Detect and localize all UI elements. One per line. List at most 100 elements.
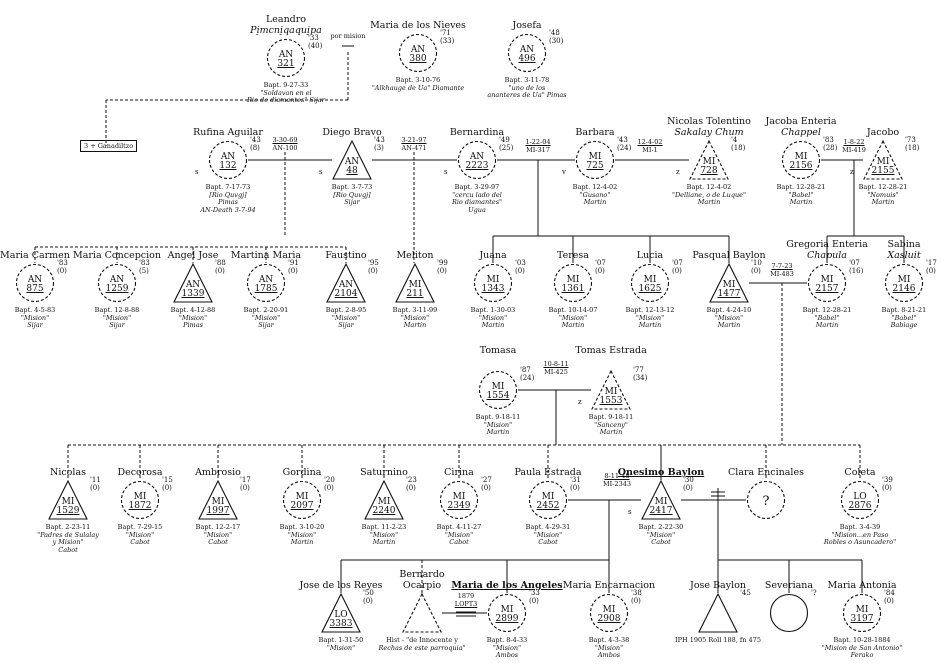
info-line: Bapt. 2-20-91: [243, 306, 289, 314]
age-note: '30(0): [683, 476, 694, 492]
marriage-line: 1-22-04: [525, 138, 551, 146]
marriage-record[interactable]: por mision: [326, 32, 370, 40]
birth-year: '17: [926, 259, 937, 267]
person-name: Meliton: [396, 250, 434, 261]
register-number: 2417: [649, 506, 673, 516]
mission-code: MI: [377, 497, 391, 507]
birth-year: '31: [570, 476, 581, 484]
person-clara[interactable]: Clara Encinales?: [703, 467, 829, 520]
birth-year: '07: [595, 259, 606, 267]
info-line: "Mision": [558, 313, 588, 322]
person-alt-name: Pi̠mcni̠qaqui̠pa: [250, 25, 322, 36]
person-name: Maria Antonia: [827, 580, 897, 591]
age-note: '83(5): [139, 259, 150, 275]
info-line: Bapt. 4-3-38: [588, 636, 630, 644]
info-line: Cabot: [208, 538, 228, 546]
age-at-event: (0): [363, 597, 373, 605]
info-line: "Sanceny": [594, 420, 628, 429]
info-line: Martin: [638, 321, 662, 329]
person-name: Maria de los Nieves: [370, 20, 466, 31]
birth-year: '20: [324, 476, 335, 484]
person-severiana[interactable]: Severiana'?: [726, 580, 852, 633]
info-line: AN-Death 3-7-94: [200, 205, 256, 214]
register-number: 2240: [372, 506, 396, 516]
info-line: Bapt. 9-27-33: [263, 81, 309, 89]
mission-code: AN: [220, 152, 236, 162]
female-circle-symbol: ?: [746, 480, 786, 520]
marriage-line: MI-419: [842, 146, 866, 154]
circle-shape: [282, 480, 322, 520]
info-line: Bapt. 8-21-21: [881, 306, 927, 314]
baptism-info: Bapt. 4-11-27"Mision"Cabot: [396, 523, 522, 547]
info-line: Martin: [583, 198, 607, 206]
mission-code: AN: [185, 280, 201, 290]
mission-code: MI: [133, 492, 147, 502]
age-note: '?: [811, 589, 817, 597]
age-note: '10(0): [751, 259, 762, 275]
info-line: "Mision": [492, 643, 522, 652]
person-name: Martina Maria: [230, 250, 302, 261]
register-number: 1997: [206, 506, 230, 516]
age-at-event: (0): [595, 267, 605, 275]
person-name: Tomasa: [479, 345, 517, 356]
birth-year: '17: [240, 476, 251, 484]
info-line: Bapt. 12-28-21: [802, 306, 852, 314]
info-line: "uno de los: [508, 83, 546, 92]
person-name: Jose Baylon: [690, 580, 746, 591]
baptism-info: Bapt. 9-18-11"Mision"Martin: [435, 413, 561, 437]
